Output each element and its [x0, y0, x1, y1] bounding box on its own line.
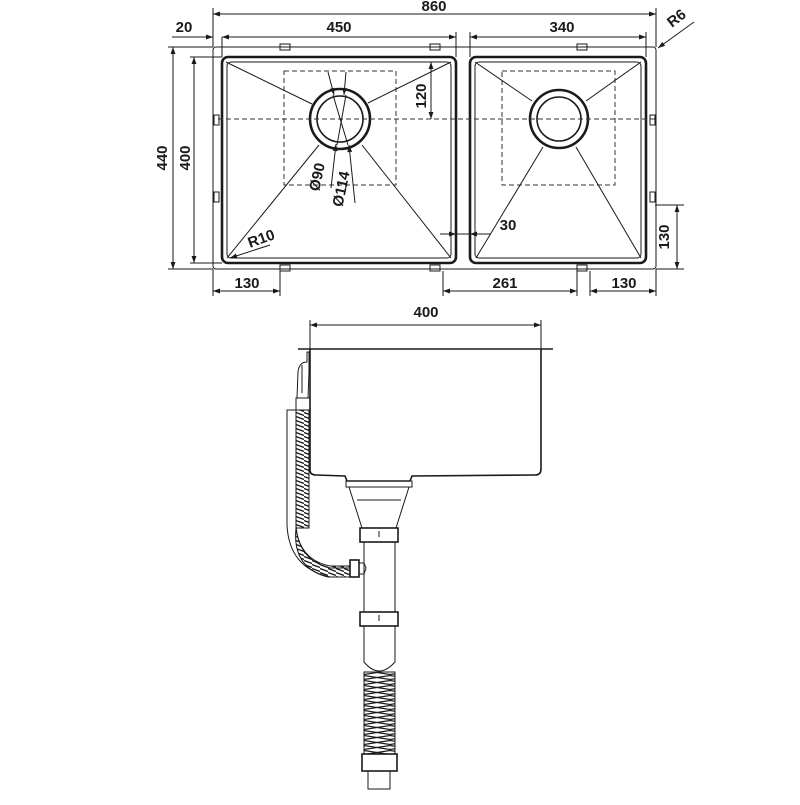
dim-label-d114: Ø114: [330, 169, 354, 208]
dim-small-bowl-width: 340: [469, 19, 647, 57]
dim-label-120: 120: [413, 83, 430, 108]
dim-side-bowl-width: 400: [309, 304, 542, 350]
dim-drain-offset: 120: [413, 62, 434, 119]
dim-bowl-corner-radius: R10: [229, 226, 278, 259]
large-bowl-grid-outline: [283, 70, 397, 186]
dim-overall-width: 860: [212, 0, 657, 47]
dim-label-20: 20: [176, 19, 193, 36]
dim-label-261: 261: [492, 275, 517, 292]
dim-label-340: 340: [549, 19, 574, 36]
dim-corner-radius-outer: R6: [657, 6, 695, 49]
dim-label-130-left: 130: [234, 275, 259, 292]
dim-clip-vertical: 130: [655, 204, 684, 270]
dim-overall-depth: 440: [154, 46, 213, 270]
coupling-nut-upper: [359, 527, 399, 543]
dim-large-bowl-depth: 400: [177, 56, 222, 264]
dim-label-r10: R10: [246, 226, 278, 251]
top-view: 860 20 450 340 R6: [154, 0, 695, 296]
mounting-clips: [213, 43, 656, 272]
strainer-basket: [345, 480, 413, 529]
flexible-drain-hose: [363, 626, 396, 755]
dim-label-450: 450: [326, 19, 351, 36]
dim-label-440: 440: [154, 145, 171, 170]
tailpiece-pipe: [363, 542, 396, 612]
dim-label-30: 30: [500, 217, 517, 234]
sink-bowl-profile: [309, 349, 542, 482]
dim-label-d90: Ø90: [306, 161, 329, 192]
dim-large-bowl-width: 450: [222, 19, 457, 57]
side-view: 400: [286, 304, 553, 790]
dim-label-860: 860: [421, 0, 446, 15]
dim-label-400-top: 400: [177, 145, 194, 170]
small-bowl: [468, 55, 648, 265]
dim-clip-positions: 130 261 130: [212, 269, 657, 296]
overflow-hose: [286, 351, 351, 578]
dim-label-400-side: 400: [413, 304, 438, 321]
outlet-connector: [361, 753, 398, 790]
coupling-nut-lower: [359, 611, 399, 627]
small-bowl-grid-outline: [501, 70, 616, 186]
dim-label-130-vertical: 130: [656, 224, 673, 249]
outer-flange: [212, 46, 657, 270]
dim-divider-gap: 30: [440, 217, 517, 237]
dim-label-130-right: 130: [611, 275, 636, 292]
dim-flange-offset: 20: [172, 19, 240, 57]
